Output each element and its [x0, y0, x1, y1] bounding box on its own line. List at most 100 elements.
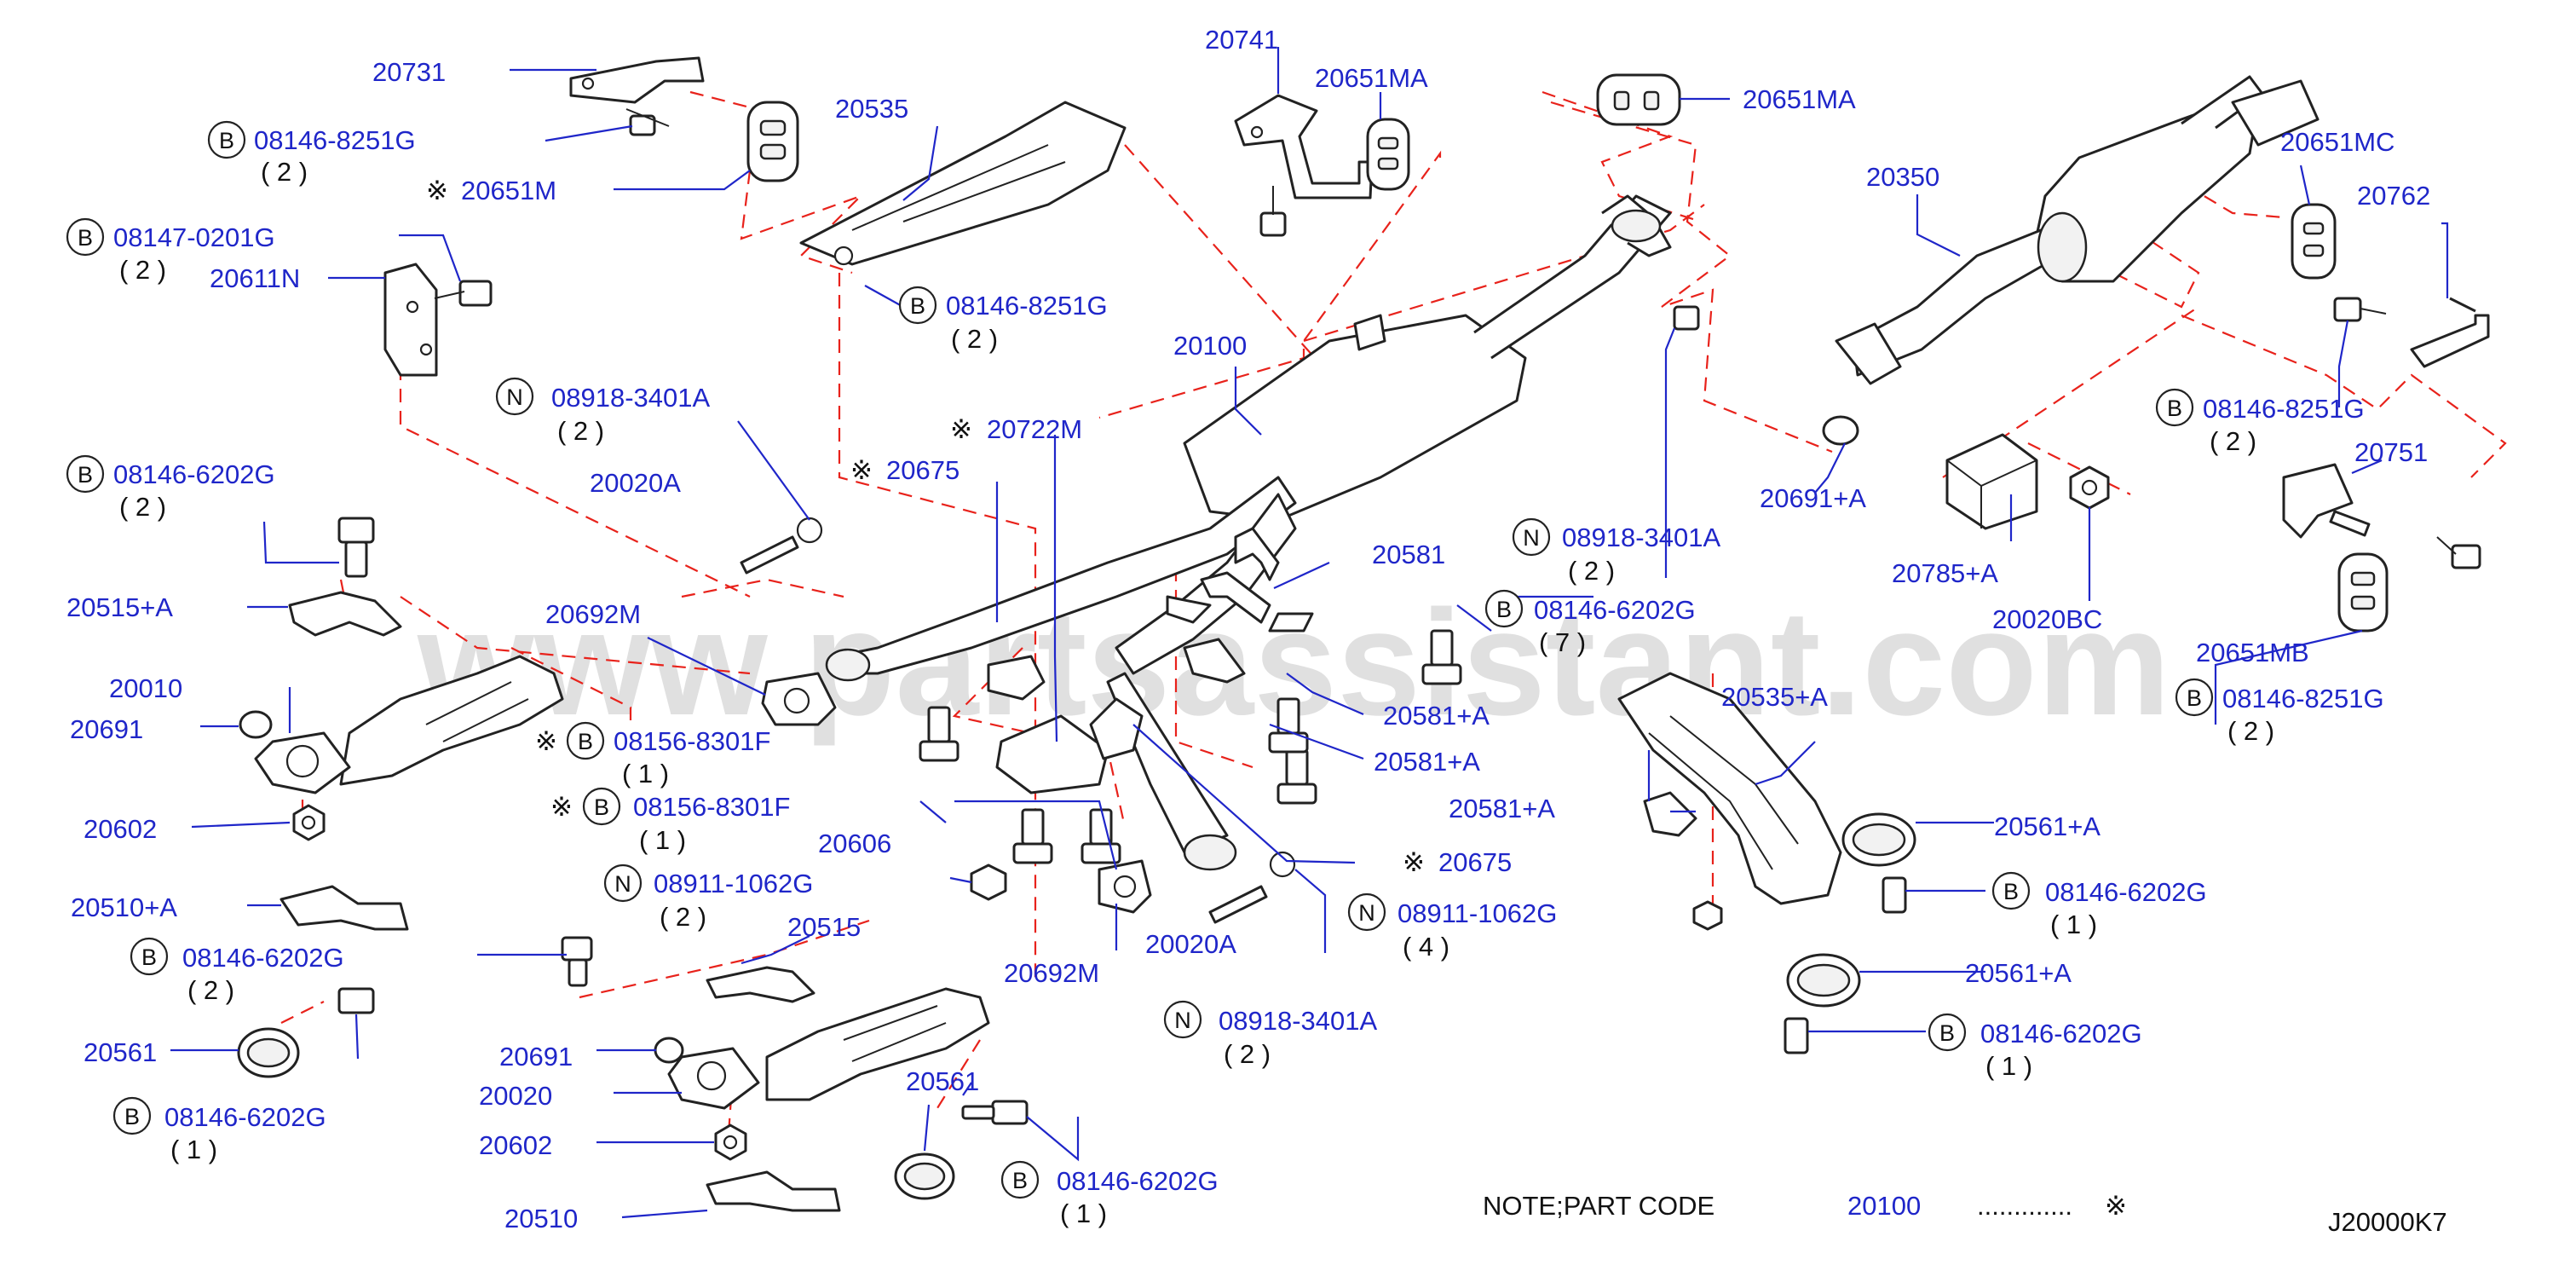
label-20010: 20010 [109, 673, 182, 703]
label-20785-A: 20785+A [1892, 558, 1998, 588]
part-illustrations [237, 56, 2490, 1212]
note-dots: ............. [1977, 1191, 2072, 1221]
label-20561: 20561 [906, 1066, 979, 1096]
label-08146-6202G: 08146-6202G [164, 1102, 326, 1132]
qty-label: ( 2 ) [2210, 426, 2256, 456]
bolt-symbol-icon: B [910, 293, 925, 319]
ref-mark: ※ [535, 726, 557, 756]
shield-20510A [279, 885, 409, 931]
muffler-20350 [1835, 75, 2320, 385]
label-20692M: 20692M [1004, 958, 1099, 988]
gasket-20691-a [239, 710, 273, 739]
label-08146-6202G: 08146-6202G [182, 943, 344, 973]
label-20751: 20751 [2354, 437, 2428, 467]
gasket-20692M-b [1098, 859, 1152, 914]
qty-label: ( 2 ) [1568, 556, 1615, 586]
ref-mark: ※ [850, 455, 873, 485]
label-20581-A: 20581+A [1383, 701, 1490, 731]
catalyst-20020 [667, 987, 990, 1110]
label-20602: 20602 [479, 1130, 552, 1160]
reference-marks: ※ ※ ※ ※ ※ ※ [426, 176, 1425, 877]
bolt-icon [337, 936, 593, 1014]
bolt-icon [2436, 536, 2481, 569]
bracket-20741 [1234, 94, 1374, 199]
hanger-20651MA-a [1366, 118, 1410, 191]
qty-label: ( 2 ) [660, 902, 706, 932]
label-20691-A: 20691+A [1760, 483, 1866, 513]
clamp-20561-b [894, 1152, 955, 1200]
label-20561-A: 20561+A [1965, 958, 2072, 988]
label-08156-8301F: 08156-8301F [633, 792, 790, 822]
label-20581-A: 20581+A [1374, 747, 1480, 777]
bolt-symbol-icon: B [219, 128, 234, 153]
bolt-symbol-icon: B [1939, 1020, 1955, 1046]
label-20611N: 20611N [210, 263, 300, 293]
note-mark: ※ [2105, 1191, 2127, 1221]
bolt-icon [625, 108, 670, 136]
label-20020A: 20020A [590, 468, 681, 498]
label-20581-A: 20581+A [1449, 794, 1555, 823]
bolt-icon [434, 280, 493, 307]
label-08911-1062G: 08911-1062G [654, 869, 813, 898]
ref-mark: ※ [950, 414, 972, 444]
bolt-icon [961, 1100, 1029, 1125]
bolt-symbol-icon: B [78, 462, 93, 488]
label-20606: 20606 [818, 829, 891, 858]
bracket-20751 [2282, 463, 2371, 539]
symbol-circles: B B B B N B N B B B B N B N B B N B B [66, 120, 2214, 1199]
bolt-symbol-icon: B [2003, 879, 2019, 904]
bolt-icon [1259, 186, 1287, 237]
hanger-20651MA-b [1596, 73, 1681, 126]
bolt-symbol-icon: B [78, 225, 93, 251]
label-08918-3401A: 08918-3401A [1562, 523, 1720, 552]
clamp-20561A-b [1786, 953, 1861, 1008]
label-20100: 20100 [1173, 331, 1247, 361]
qty-label: ( 2 ) [261, 157, 308, 187]
bolt-symbol-icon: B [2187, 685, 2202, 711]
qty-label: ( 1 ) [639, 825, 686, 855]
bolt-symbol-icon: B [141, 944, 157, 970]
diagram-code: J20000K7 [2328, 1207, 2447, 1237]
qty-label: ( 2 ) [2227, 716, 2274, 746]
bolt-symbol-icon: B [1496, 597, 1512, 622]
clamp-20581A [1183, 638, 1697, 837]
label-20561-A: 20561+A [1994, 812, 2101, 841]
label-20651MA: 20651MA [1315, 63, 1428, 93]
label-20762: 20762 [2357, 181, 2430, 211]
ref-mark: ※ [1403, 847, 1425, 877]
label-08918-3401A: 08918-3401A [1219, 1006, 1377, 1036]
label-20651M: 20651M [461, 176, 556, 205]
stud-20020A-a [740, 517, 823, 575]
qty-label: ( 2 ) [557, 416, 604, 446]
bracket-20762 [2410, 297, 2490, 368]
label-20731: 20731 [372, 57, 446, 87]
bracket-20731 [569, 56, 705, 104]
label-20515-A: 20515+A [66, 592, 173, 622]
label-08146-8251G: 08146-8251G [2203, 394, 2365, 424]
label-20675: 20675 [1438, 847, 1512, 877]
label-20510: 20510 [504, 1204, 578, 1233]
qty-label: ( 1 ) [1060, 1199, 1107, 1228]
nut-symbol-icon: N [614, 871, 631, 897]
label-20691: 20691 [70, 714, 143, 744]
hanger-20651MB [2337, 552, 2389, 632]
label-20561: 20561 [84, 1037, 157, 1067]
nut-symbol-icon: N [1358, 900, 1375, 926]
label-20651MB: 20651MB [2196, 638, 2309, 667]
label-08146-6202G: 08146-6202G [1534, 595, 1696, 625]
bolt-icon [1692, 876, 1907, 1054]
gasket-20691-b [654, 1037, 684, 1064]
label-20510-A: 20510+A [71, 892, 177, 922]
ref-mark: ※ [426, 176, 448, 205]
hanger-20651M [746, 101, 799, 182]
label-08146-6202G: 08146-6202G [1980, 1019, 2142, 1048]
note-block: NOTE;PART CODE 20100 ............. ※ [1483, 1191, 2127, 1221]
label-08146-6202G: 08146-6202G [2045, 877, 2207, 907]
label-08146-6202G: 08146-6202G [1057, 1166, 1219, 1196]
qty-label: ( 2 ) [951, 324, 998, 354]
bolt-symbol-icon: B [124, 1104, 140, 1129]
shield-20515 [706, 966, 815, 1003]
qty-label: ( 1 ) [2050, 910, 2097, 939]
qty-label: ( 7 ) [1539, 627, 1586, 657]
